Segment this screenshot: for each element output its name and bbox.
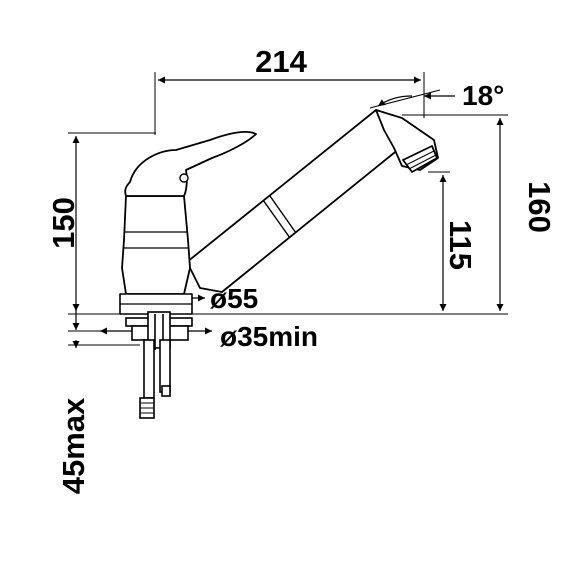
dim-label-18deg: 18° — [462, 80, 504, 111]
mounting-hardware — [125, 311, 193, 419]
faucet-outline — [119, 109, 439, 315]
dim-label-160: 160 — [522, 181, 557, 233]
lever — [124, 131, 257, 197]
dim-label-214: 214 — [255, 44, 307, 79]
dim-label-45max: 45max — [56, 397, 91, 494]
dim-arc-18 — [377, 95, 413, 107]
faucet-body — [121, 195, 191, 295]
dim-label-35min: ø35min — [220, 321, 318, 352]
dim-label-150: 150 — [46, 197, 81, 249]
dim-label-115: 115 — [443, 220, 478, 270]
dim-label-55: ø55 — [210, 283, 258, 314]
